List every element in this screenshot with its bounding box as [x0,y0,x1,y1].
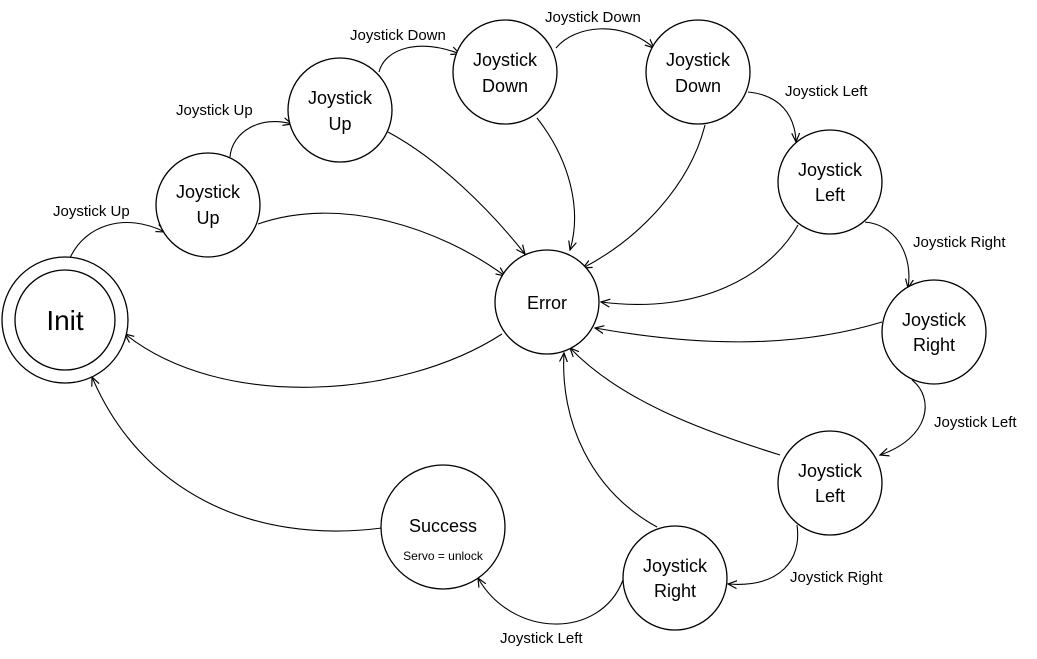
edge-right2-to-success [478,578,624,625]
state-label-line1: Joystick [798,461,863,481]
edge-down2-to-error [583,124,706,268]
state-label-line1: Joystick [473,50,538,70]
label-right1-to-left2: Joystick Left [934,414,1017,431]
edge-error-to-init [125,334,503,388]
state-joystick-left-1: Joystick Left [777,129,883,235]
transition-edges [69,28,926,625]
state-joystick-up-1: Joystick Up [155,152,261,258]
state-success-label: Success [409,516,477,536]
edge-left1-to-error [601,224,799,304]
states: Init Joystick Up Joystick Up Joystick Do… [1,19,987,631]
state-label-line2: Left [815,185,845,205]
state-joystick-left-2: Joystick Left [777,430,883,536]
state-joystick-right-1: Joystick Right [881,279,987,385]
edge-left2-to-right2 [728,524,799,584]
label-down1-to-down2: Joystick Down [545,9,641,26]
state-joystick-right-2: Joystick Right [622,525,728,631]
edge-success-to-init [92,377,383,532]
state-label-line2: Right [654,581,696,601]
state-success: Success Servo = unlock [380,464,506,590]
label-init-to-up1: Joystick Up [53,203,130,220]
state-label-line1: Joystick [308,88,373,108]
edge-up1-to-error [257,212,505,276]
edge-down1-to-error [536,117,575,250]
label-down2-to-left1: Joystick Left [785,83,868,100]
state-error: Error [494,249,600,355]
edge-right1-to-left2 [880,379,926,455]
state-init: Init [1,256,129,384]
state-label-line2: Down [675,76,721,96]
edge-up1-to-up2 [229,122,292,158]
state-label-line1: Joystick [666,50,731,70]
label-up2-to-down1: Joystick Down [350,27,446,44]
state-label-line1: Joystick [643,556,708,576]
edge-left1-to-right1 [864,221,909,288]
state-label-line2: Up [328,114,351,134]
state-label-line2: Up [196,208,219,228]
edge-right1-to-error [595,321,883,343]
edge-down2-to-left1 [747,91,796,142]
state-init-label: Init [46,305,84,336]
edge-down1-to-down2 [555,28,654,48]
state-error-label: Error [527,293,567,313]
state-joystick-down-1: Joystick Down [452,19,558,125]
state-joystick-up-2: Joystick Up [287,57,393,163]
label-right2-to-success: Joystick Left [500,630,583,647]
edge-right2-to-error [564,353,658,528]
label-left2-to-right2: Joystick Right [790,569,883,586]
state-label-line2: Left [815,486,845,506]
state-label-line2: Down [482,76,528,96]
edge-up2-to-error [387,131,525,254]
label-left1-to-right1: Joystick Right [913,234,1006,251]
edge-up2-to-down1 [378,45,460,73]
state-success-action: Servo = unlock [403,549,484,563]
label-up1-to-up2: Joystick Up [176,102,253,119]
edge-left2-to-error [570,348,781,456]
state-label-line1: Joystick [798,160,863,180]
state-label-line1: Joystick [176,182,241,202]
state-joystick-down-2: Joystick Down [645,19,751,125]
state-label-line2: Right [913,335,955,355]
transition-labels: Joystick Up Joystick Up Joystick Down Jo… [53,9,1017,647]
state-label-line1: Joystick [902,310,967,330]
edge-init-to-up1 [69,221,165,259]
